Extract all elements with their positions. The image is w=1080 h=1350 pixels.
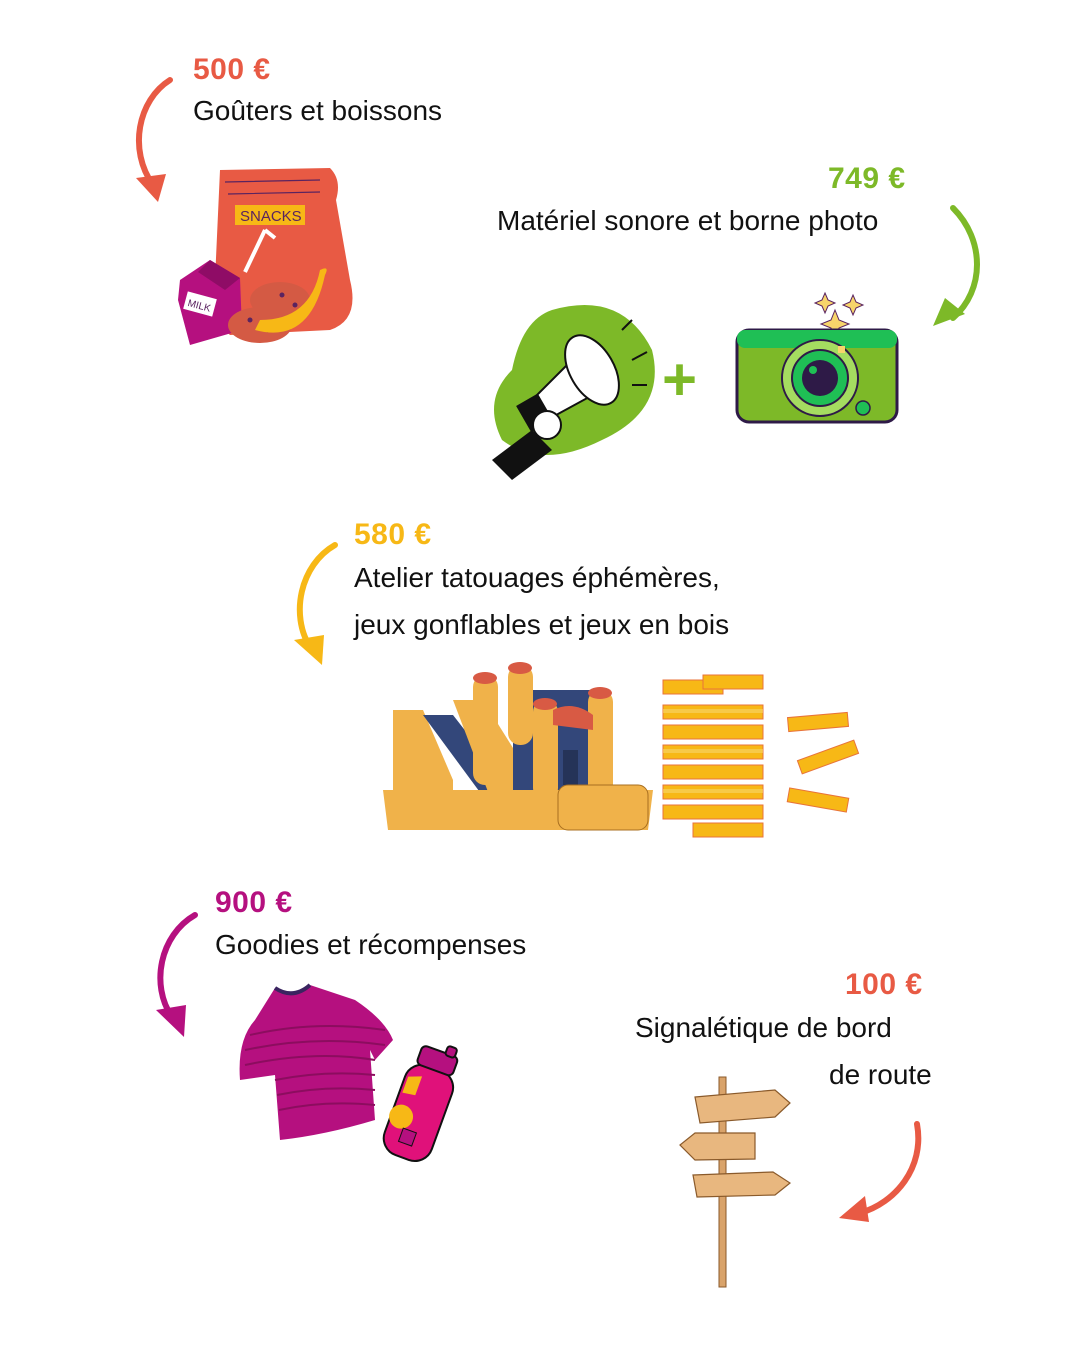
budget-item-signage: 100 € Signalétique de bord de route	[0, 0, 1080, 1288]
plus-icon: +	[662, 346, 698, 413]
curved-arrow-icon	[933, 205, 980, 326]
label-goodies: Goodies et récompenses	[215, 929, 527, 960]
label-signage-line2: de route	[829, 1059, 932, 1090]
price-snacks: 500 €	[193, 53, 271, 86]
label-signage-line1: Signalétique de bord	[635, 1012, 892, 1043]
camera-illustration	[735, 291, 899, 424]
price-signage: 100 €	[845, 968, 923, 1001]
price-goodies: 900 €	[215, 886, 293, 919]
budget-item-games: 580 € Atelier tatouages éphémères, jeux …	[0, 0, 1080, 838]
wooden-block-tower-illustration	[662, 674, 860, 838]
label-games-line1: Atelier tatouages éphémères,	[354, 562, 720, 593]
curved-arrow-icon	[839, 1121, 922, 1222]
signpost-illustration	[679, 1076, 792, 1288]
bouncy-castle-illustration	[383, 662, 653, 831]
tshirt-illustration	[239, 983, 393, 1140]
water-bottle-illustration	[382, 1045, 459, 1162]
budget-item-sound-photo: 749 € Matériel sonore et borne photo +	[0, 0, 1080, 480]
budget-item-goodies: 900 € Goodies et récompenses	[0, 0, 1080, 1162]
price-sound-photo: 749 €	[828, 162, 906, 195]
budget-item-snacks: 500 € Goûters et boissons SNACKS MILK	[0, 0, 1080, 345]
label-games-line2: jeux gonflables et jeux en bois	[354, 609, 730, 640]
curved-arrow-icon	[156, 912, 198, 1037]
price-games: 580 €	[354, 518, 432, 551]
label-sound-photo: Matériel sonore et borne photo	[497, 205, 879, 236]
snack-bag-illustration: SNACKS MILK	[178, 168, 353, 345]
label-snacks: Goûters et boissons	[193, 95, 443, 126]
curved-arrow-icon	[136, 77, 173, 202]
snacks-text: SNACKS	[240, 208, 302, 225]
megaphone-illustration	[492, 305, 655, 480]
curved-arrow-icon	[294, 542, 338, 665]
